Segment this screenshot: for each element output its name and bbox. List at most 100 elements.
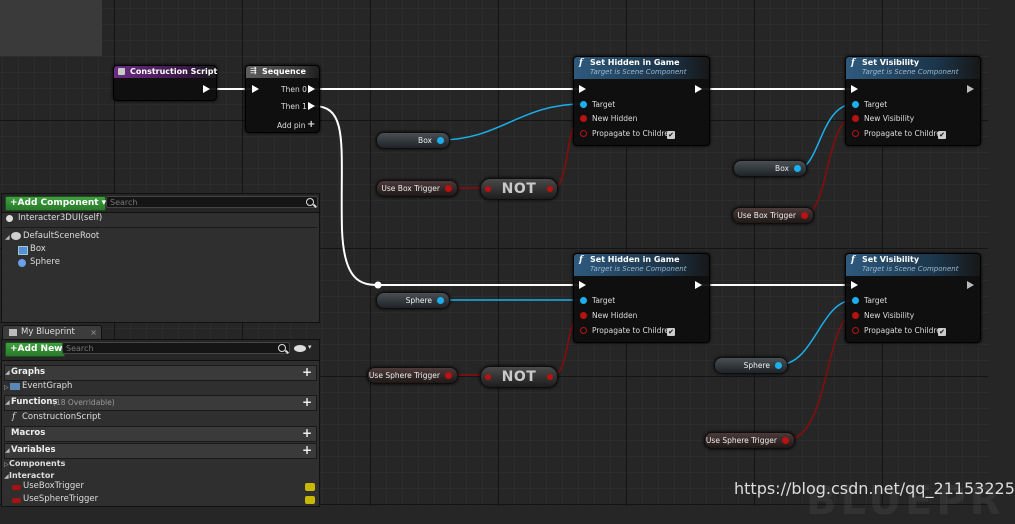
variable-out-pin[interactable] bbox=[437, 297, 444, 304]
tab-my-blueprint[interactable]: My Blueprint × bbox=[2, 325, 102, 339]
variable-use-sphere-trigger[interactable]: UseSphereTrigger bbox=[23, 494, 99, 504]
not-node-1[interactable]: NOT bbox=[480, 178, 558, 200]
target-pin[interactable] bbox=[852, 101, 859, 108]
not-in-pin[interactable] bbox=[485, 374, 491, 380]
propagate-pin[interactable] bbox=[580, 327, 587, 334]
components-category[interactable]: Components bbox=[9, 459, 66, 468]
exec-out-pin[interactable] bbox=[967, 281, 974, 289]
not-in-pin[interactable] bbox=[485, 186, 491, 192]
variables-section[interactable]: ◢ Variables + bbox=[4, 443, 317, 459]
functions-section[interactable]: ◢ Functions (18 Overridable) + bbox=[4, 395, 317, 411]
exec-out-pin[interactable] bbox=[203, 85, 210, 93]
components-panel: +Add Component ▾ Search Interacter3DUI(s… bbox=[1, 193, 320, 323]
new-hidden-pin[interactable] bbox=[580, 115, 587, 122]
box-component-item[interactable]: Box bbox=[30, 244, 46, 254]
variable-out-pin[interactable] bbox=[782, 437, 789, 444]
add-macro-button[interactable]: + bbox=[301, 426, 312, 440]
add-pin-button[interactable]: Add pin bbox=[277, 121, 306, 130]
box-variable-node-2[interactable]: Box bbox=[733, 160, 807, 177]
replicate-toggle-icon[interactable] bbox=[305, 496, 315, 504]
add-new-button[interactable]: +Add New ▾ bbox=[5, 342, 70, 357]
view-options-arrow-icon[interactable]: ▾ bbox=[308, 343, 312, 351]
use-box-trigger-node-1[interactable]: Use Box Trigger bbox=[376, 180, 458, 197]
propagate-checkbox[interactable]: ✔ bbox=[938, 328, 946, 336]
target-pin[interactable] bbox=[580, 101, 587, 108]
use-box-trigger-node-2[interactable]: Use Box Trigger bbox=[732, 207, 814, 224]
not-out-pin[interactable] bbox=[547, 186, 553, 192]
construction-script-node[interactable]: Construction Script bbox=[113, 65, 217, 101]
add-graph-button[interactable]: + bbox=[301, 365, 312, 379]
expand-arrow-icon[interactable]: ◢ bbox=[5, 234, 10, 241]
use-sphere-trigger-node-1[interactable]: Use Sphere Trigger bbox=[367, 367, 458, 384]
target-pin[interactable] bbox=[580, 297, 587, 304]
add-component-button[interactable]: +Add Component ▾ bbox=[5, 196, 106, 211]
variable-out-pin[interactable] bbox=[437, 137, 444, 144]
then0-pin[interactable] bbox=[308, 85, 315, 93]
node-title: Set Visibility bbox=[862, 255, 920, 264]
expand-arrow-icon[interactable]: ▷ bbox=[4, 461, 9, 468]
component-search-input[interactable]: Search bbox=[106, 196, 318, 208]
exec-in-pin[interactable] bbox=[851, 85, 858, 93]
interactor-category[interactable]: Interactor bbox=[9, 471, 55, 480]
new-visibility-pin[interactable] bbox=[852, 312, 859, 319]
blueprint-search-input[interactable]: Search bbox=[62, 342, 290, 354]
propagate-checkbox[interactable]: ✔ bbox=[938, 131, 946, 139]
replicate-toggle-icon[interactable] bbox=[305, 483, 315, 491]
new-visibility-pin[interactable] bbox=[852, 115, 859, 122]
eye-icon[interactable] bbox=[294, 345, 306, 352]
exec-in-pin[interactable] bbox=[579, 281, 586, 289]
box-component-icon bbox=[18, 246, 28, 255]
self-item[interactable]: Interacter3DUI(self) bbox=[18, 213, 103, 223]
box-variable-node-1[interactable]: Box bbox=[376, 132, 450, 149]
not-out-pin[interactable] bbox=[547, 374, 553, 380]
add-variable-button[interactable]: + bbox=[301, 443, 312, 457]
collapse-arrow-icon[interactable]: ◢ bbox=[4, 473, 9, 480]
sphere-component-item[interactable]: Sphere bbox=[30, 257, 60, 267]
set-visibility-node-1[interactable]: f Set Visibility Target is Scene Compone… bbox=[845, 56, 981, 146]
propagate-pin[interactable] bbox=[852, 130, 859, 137]
expand-arrow-icon[interactable]: ▷ bbox=[4, 384, 9, 391]
propagate-checkbox[interactable]: ✔ bbox=[667, 131, 675, 139]
exec-in-pin[interactable] bbox=[851, 281, 858, 289]
add-function-button[interactable]: + bbox=[301, 395, 312, 409]
construction-script-item[interactable]: ConstructionScript bbox=[22, 412, 101, 422]
event-graph-item[interactable]: EventGraph bbox=[22, 381, 73, 391]
tab-close-icon[interactable]: × bbox=[90, 328, 97, 337]
variable-use-box-trigger[interactable]: UseBoxTrigger bbox=[23, 481, 84, 491]
exec-out-pin[interactable] bbox=[695, 281, 702, 289]
sphere-variable-node-2[interactable]: Sphere bbox=[714, 357, 788, 374]
use-sphere-trigger-node-2[interactable]: Use Sphere Trigger bbox=[704, 432, 795, 449]
new-hidden-pin[interactable] bbox=[580, 312, 587, 319]
default-scene-root-item[interactable]: DefaultSceneRoot bbox=[23, 231, 100, 241]
variable-out-pin[interactable] bbox=[775, 362, 782, 369]
add-pin-plus-icon[interactable]: + bbox=[307, 119, 316, 130]
object-wire-sphere2 bbox=[777, 299, 855, 366]
node-header: f Set Visibility Target is Scene Compone… bbox=[846, 254, 980, 276]
variable-out-pin[interactable] bbox=[794, 165, 801, 172]
new-hidden-label: New Hidden bbox=[592, 311, 638, 320]
exec-in-pin[interactable] bbox=[579, 85, 586, 93]
exec-in-pin[interactable] bbox=[252, 85, 259, 93]
sequence-node[interactable]: ⇶ Sequence Then 0 Then 1 Add pin + bbox=[245, 65, 320, 133]
exec-out-pin[interactable] bbox=[695, 85, 702, 93]
search-icon bbox=[306, 198, 314, 206]
then1-pin[interactable] bbox=[308, 102, 315, 110]
set-visibility-node-2[interactable]: f Set Visibility Target is Scene Compone… bbox=[845, 253, 981, 343]
variable-out-pin[interactable] bbox=[445, 372, 452, 379]
sphere-variable-node-1[interactable]: Sphere bbox=[376, 292, 450, 309]
propagate-pin[interactable] bbox=[852, 327, 859, 334]
target-pin[interactable] bbox=[852, 297, 859, 304]
set-hidden-node-2[interactable]: f Set Hidden in Game Target is Scene Com… bbox=[573, 253, 710, 343]
object-wire-box1 bbox=[439, 103, 583, 141]
then1-label: Then 1 bbox=[281, 102, 307, 111]
set-hidden-node-1[interactable]: f Set Hidden in Game Target is Scene Com… bbox=[573, 56, 710, 146]
graphs-section[interactable]: ◢ Graphs + bbox=[4, 365, 317, 381]
new-visibility-label: New Visibility bbox=[864, 114, 915, 123]
propagate-checkbox[interactable]: ✔ bbox=[667, 328, 675, 336]
variable-out-pin[interactable] bbox=[445, 185, 452, 192]
not-node-2[interactable]: NOT bbox=[480, 366, 558, 388]
variable-out-pin[interactable] bbox=[801, 212, 808, 219]
macros-section[interactable]: Macros + bbox=[4, 426, 317, 442]
exec-out-pin[interactable] bbox=[967, 85, 974, 93]
propagate-pin[interactable] bbox=[580, 130, 587, 137]
